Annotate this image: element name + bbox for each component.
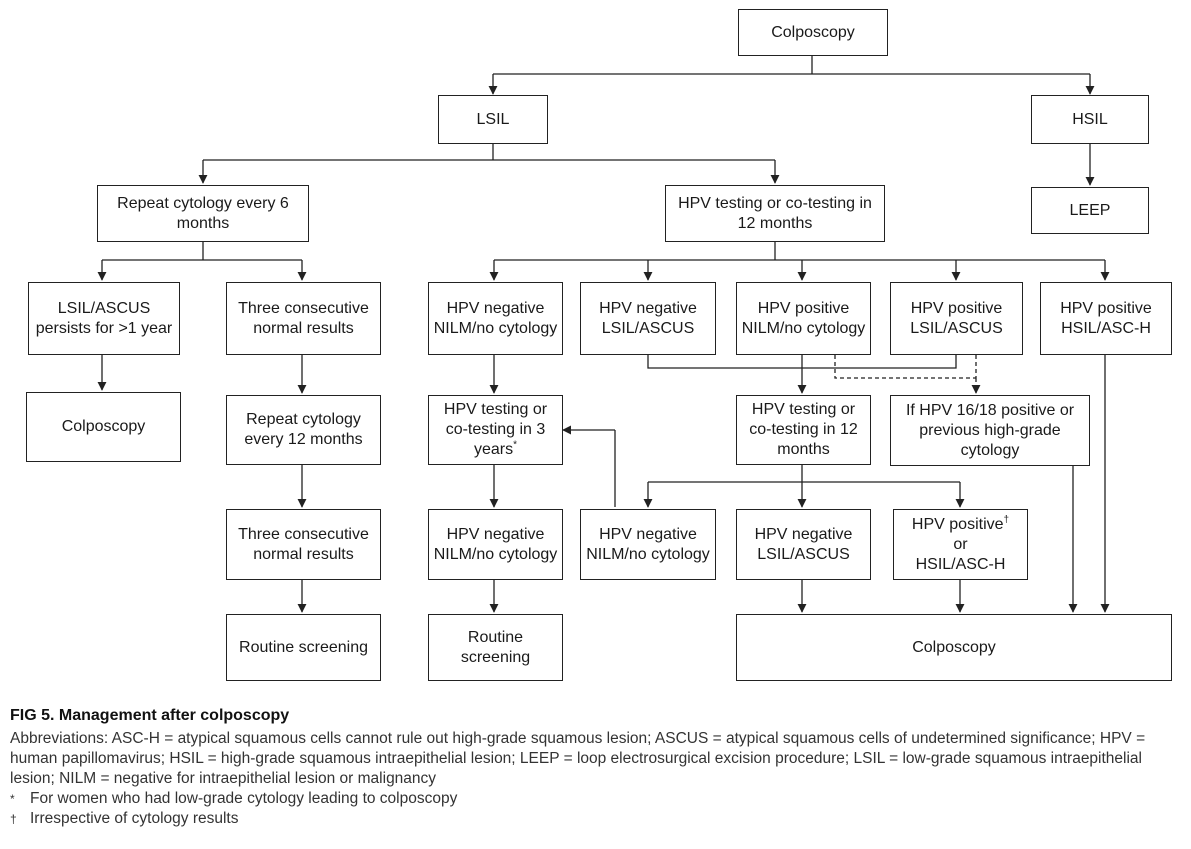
- node-lsil: LSIL: [438, 95, 548, 144]
- node-hpv-testing-12m: HPV testing or co-testing in 12 months: [665, 185, 885, 242]
- node-hpv-pos-hsil: HPV positive HSIL/ASC-H: [1040, 282, 1172, 355]
- figure-caption: FIG 5. Management after colposcopy Abbre…: [10, 706, 1180, 829]
- node-hpv-pos-or-hsil: HPV positive† or HSIL/ASC-H: [893, 509, 1028, 580]
- node-hpv-neg-lsil-1: HPV negative LSIL/ASCUS: [580, 282, 716, 355]
- node-hpv-neg-nilm-2: HPV negative NILM/no cytology: [428, 509, 563, 580]
- node-hpv-neg-lsil-2: HPV negative LSIL/ASCUS: [736, 509, 871, 580]
- node-hpv-testing-12m-b: HPV testing or co-testing in 12 months: [736, 395, 871, 465]
- node-three-normal-1: Three consecutive normal results: [226, 282, 381, 355]
- node-hpv-testing-3y: HPV testing or co-testing in 3 years*: [428, 395, 563, 465]
- node-colposcopy-bottom: Colposcopy: [736, 614, 1172, 681]
- connector-lines: [97, 56, 1110, 613]
- node-three-normal-2: Three consecutive normal results: [226, 509, 381, 580]
- node-hpv-pos-nilm: HPV positive NILM/no cytology: [736, 282, 871, 355]
- node-leep: LEEP: [1031, 187, 1149, 234]
- footnote-2: † Irrespective of cytology results: [10, 810, 239, 827]
- node-hpv-neg-nilm-1: HPV negative NILM/no cytology: [428, 282, 563, 355]
- node-colposcopy-top: Colposcopy: [738, 9, 888, 56]
- node-hsil: HSIL: [1031, 95, 1149, 144]
- flowchart: Colposcopy LSIL HSIL LEEP Repeat cytolog…: [26, 9, 1172, 681]
- caption-abbreviations: Abbreviations: ASC-H = atypical squamous…: [10, 730, 1146, 787]
- node-hpv-pos-lsil: HPV positive LSIL/ASCUS: [890, 282, 1023, 355]
- caption-title: FIG 5. Management after colposcopy: [10, 707, 290, 724]
- node-routine-screening-1: Routine screening: [226, 614, 381, 681]
- node-repeat-cytology-12m: Repeat cytology every 12 months: [226, 395, 381, 465]
- footnote-1: * For women who had low-grade cytology l…: [10, 790, 458, 807]
- node-lsil-persists: LSIL/ASCUS persists for >1 year: [28, 282, 180, 355]
- node-colposcopy-left: Colposcopy: [26, 392, 181, 462]
- node-hpv-neg-nilm-3: HPV negative NILM/no cytology: [580, 509, 716, 580]
- node-routine-screening-2: Routine screening: [428, 614, 563, 681]
- node-repeat-cytology-6m: Repeat cytology every 6 months: [97, 185, 309, 242]
- node-if-hpv-1618: If HPV 16/18 positive or previous high-g…: [890, 395, 1090, 466]
